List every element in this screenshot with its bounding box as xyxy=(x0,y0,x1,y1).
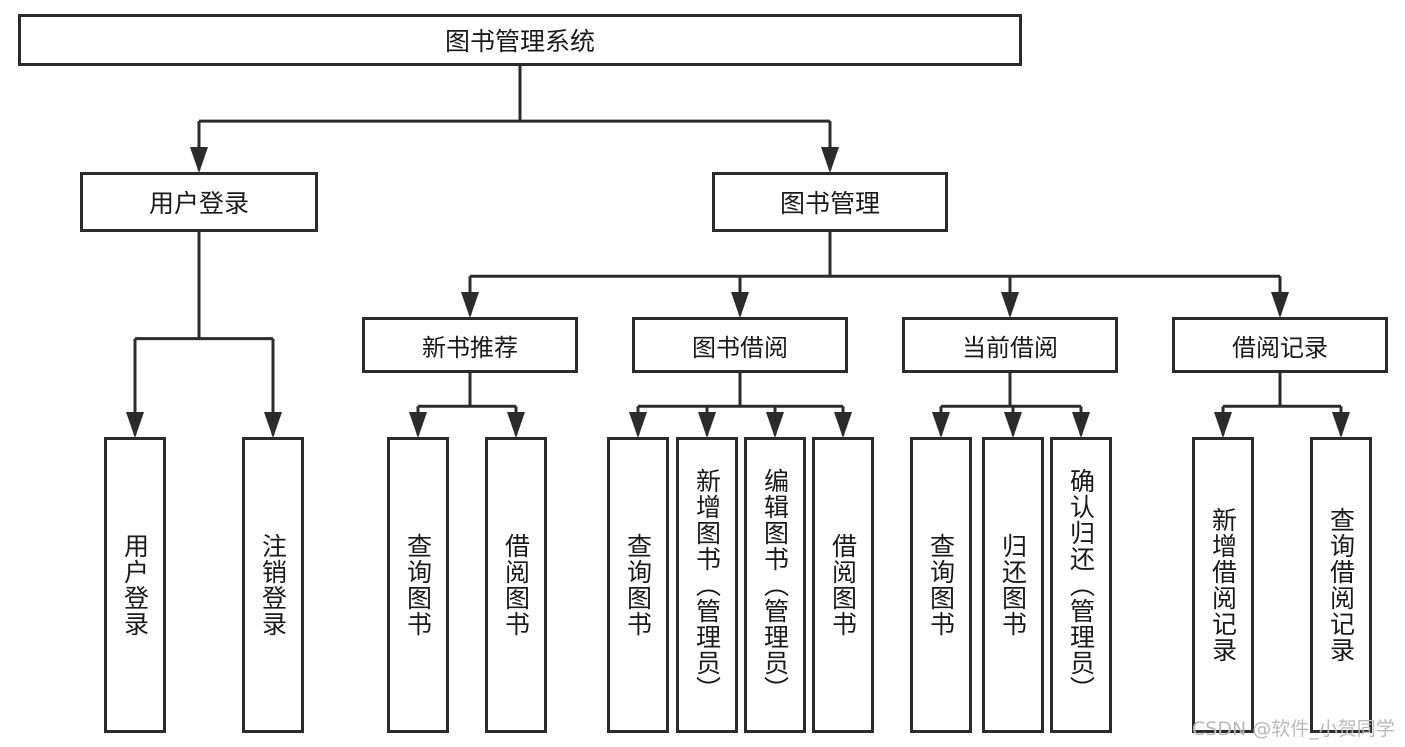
node-label: 当前借阅 xyxy=(962,333,1058,362)
arrowhead-icon xyxy=(1001,292,1019,318)
node-leaf-query-book-1[interactable]: 查询图书 xyxy=(387,437,449,733)
arrowhead-icon xyxy=(507,412,525,438)
node-label: 用户登录 xyxy=(120,533,150,637)
arrowhead-icon xyxy=(264,412,282,438)
node-leaf-return-book[interactable]: 归还图书 xyxy=(982,437,1044,733)
node-current-borrow[interactable]: 当前借阅 xyxy=(902,317,1118,373)
node-label: 归还图书 xyxy=(998,533,1028,637)
arrowhead-icon xyxy=(409,412,427,438)
arrowhead-icon xyxy=(698,412,716,438)
arrowhead-icon xyxy=(1004,412,1022,438)
node-leaf-query-book-3[interactable]: 查询图书 xyxy=(910,437,972,733)
node-label: 查询图书 xyxy=(623,533,653,637)
node-label: 新书推荐 xyxy=(422,333,518,362)
node-label: 查询图书 xyxy=(403,533,433,637)
node-leaf-confirm-return[interactable]: 确认归还（管理员） xyxy=(1050,437,1112,733)
arrowhead-icon xyxy=(731,292,749,318)
node-leaf-borrow-book-2[interactable]: 借阅图书 xyxy=(812,437,874,733)
node-label: 图书借阅 xyxy=(692,333,788,362)
node-leaf-user-login[interactable]: 用户登录 xyxy=(104,437,166,733)
arrowhead-icon xyxy=(834,412,852,438)
node-leaf-query-book-2[interactable]: 查询图书 xyxy=(607,437,669,733)
arrowhead-icon xyxy=(932,412,950,438)
node-label: 查询借阅记录 xyxy=(1326,507,1356,663)
watermark: CSDN @软件_小贺同学 xyxy=(1192,718,1395,740)
node-label: 注销登录 xyxy=(258,533,288,637)
node-leaf-add-record[interactable]: 新增借阅记录 xyxy=(1192,437,1254,733)
node-label: 图书管理 xyxy=(779,189,880,218)
node-label: 借阅图书 xyxy=(501,533,531,637)
arrowhead-icon xyxy=(629,412,647,438)
arrowhead-icon xyxy=(1332,412,1350,438)
node-root-root[interactable]: 图书管理系统 xyxy=(18,14,1022,66)
node-book-borrow[interactable]: 图书借阅 xyxy=(632,317,848,373)
arrowhead-icon xyxy=(766,412,784,438)
node-label: 新增借阅记录 xyxy=(1208,507,1238,663)
node-leaf-edit-book[interactable]: 编辑图书（管理员） xyxy=(744,437,806,733)
node-new-book-rec[interactable]: 新书推荐 xyxy=(362,317,578,373)
node-leaf-query-record[interactable]: 查询借阅记录 xyxy=(1310,437,1372,733)
node-label: 编辑图书（管理员） xyxy=(760,468,790,702)
node-label: 用户登录 xyxy=(148,189,249,218)
node-borrow-record[interactable]: 借阅记录 xyxy=(1172,317,1388,373)
node-leaf-borrow-book-1[interactable]: 借阅图书 xyxy=(485,437,547,733)
node-leaf-logout[interactable]: 注销登录 xyxy=(242,437,304,733)
node-label: 图书管理系统 xyxy=(444,27,595,56)
node-book-manage[interactable]: 图书管理 xyxy=(712,172,948,232)
arrowhead-icon xyxy=(1072,412,1090,438)
arrowhead-icon xyxy=(461,292,479,318)
node-label: 查询图书 xyxy=(926,533,956,637)
arrowhead-icon xyxy=(821,147,839,173)
arrowhead-icon xyxy=(1271,292,1289,318)
node-label: 借阅记录 xyxy=(1232,333,1328,362)
node-user-login[interactable]: 用户登录 xyxy=(80,172,318,232)
node-leaf-add-book[interactable]: 新增图书（管理员） xyxy=(676,437,738,733)
node-label: 确认归还（管理员） xyxy=(1066,468,1096,702)
node-label: 新增图书（管理员） xyxy=(692,468,722,702)
node-label: 借阅图书 xyxy=(828,533,858,637)
arrowhead-icon xyxy=(126,412,144,438)
arrowhead-icon xyxy=(190,147,208,173)
arrowhead-icon xyxy=(1214,412,1232,438)
